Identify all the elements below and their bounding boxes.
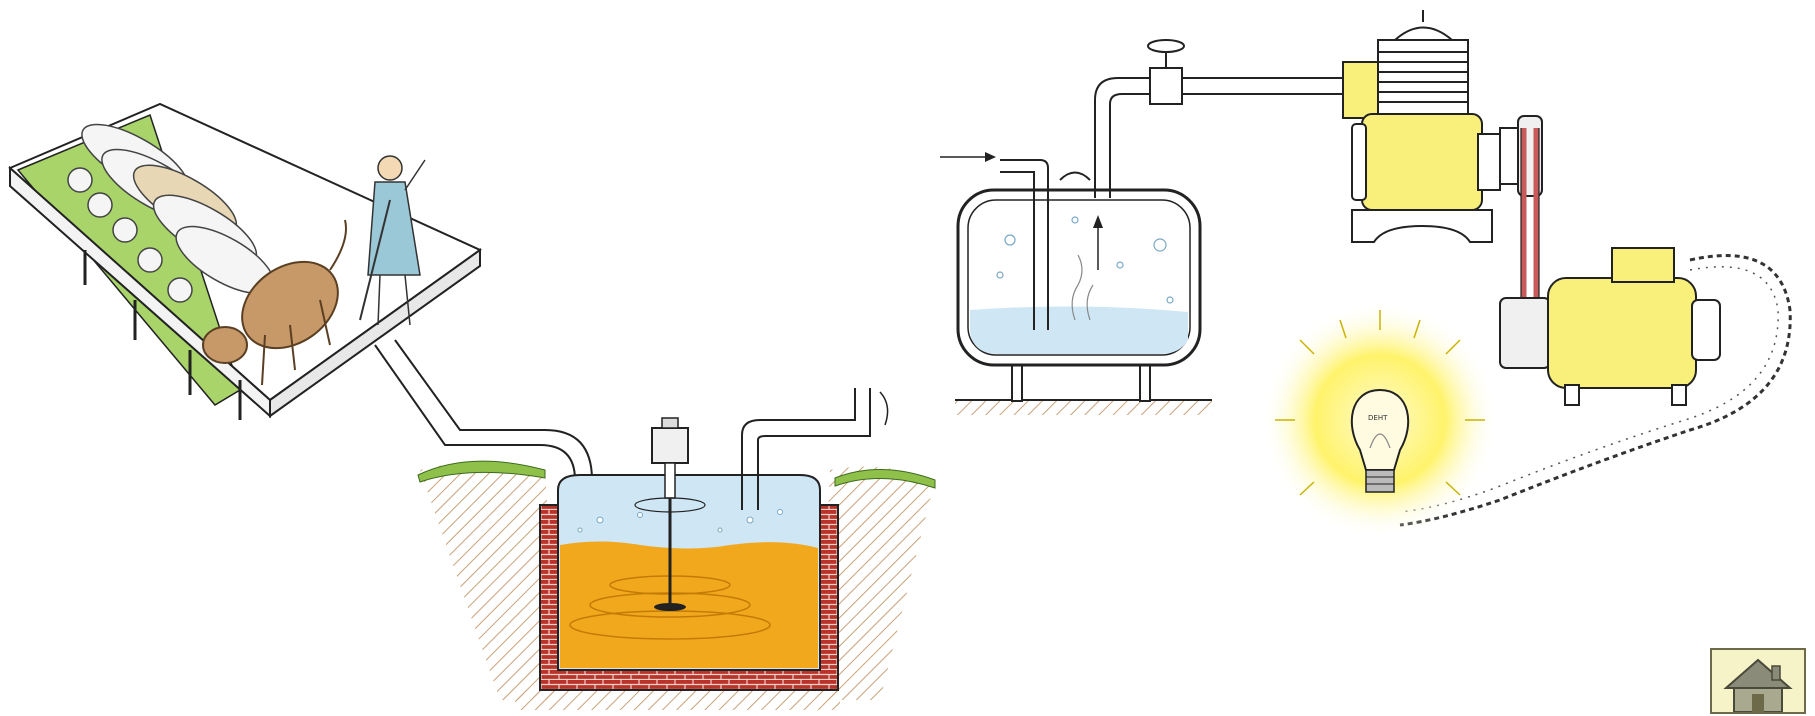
digester-tank <box>418 388 935 710</box>
lamp-label: DEHT <box>1368 414 1388 422</box>
generator <box>1500 248 1720 405</box>
house-icon <box>1712 650 1804 712</box>
engine-unit <box>1343 10 1542 242</box>
home-button[interactable] <box>1710 648 1806 714</box>
light-bulb: DEHT <box>1262 302 1498 538</box>
barn-illustration <box>10 104 480 420</box>
